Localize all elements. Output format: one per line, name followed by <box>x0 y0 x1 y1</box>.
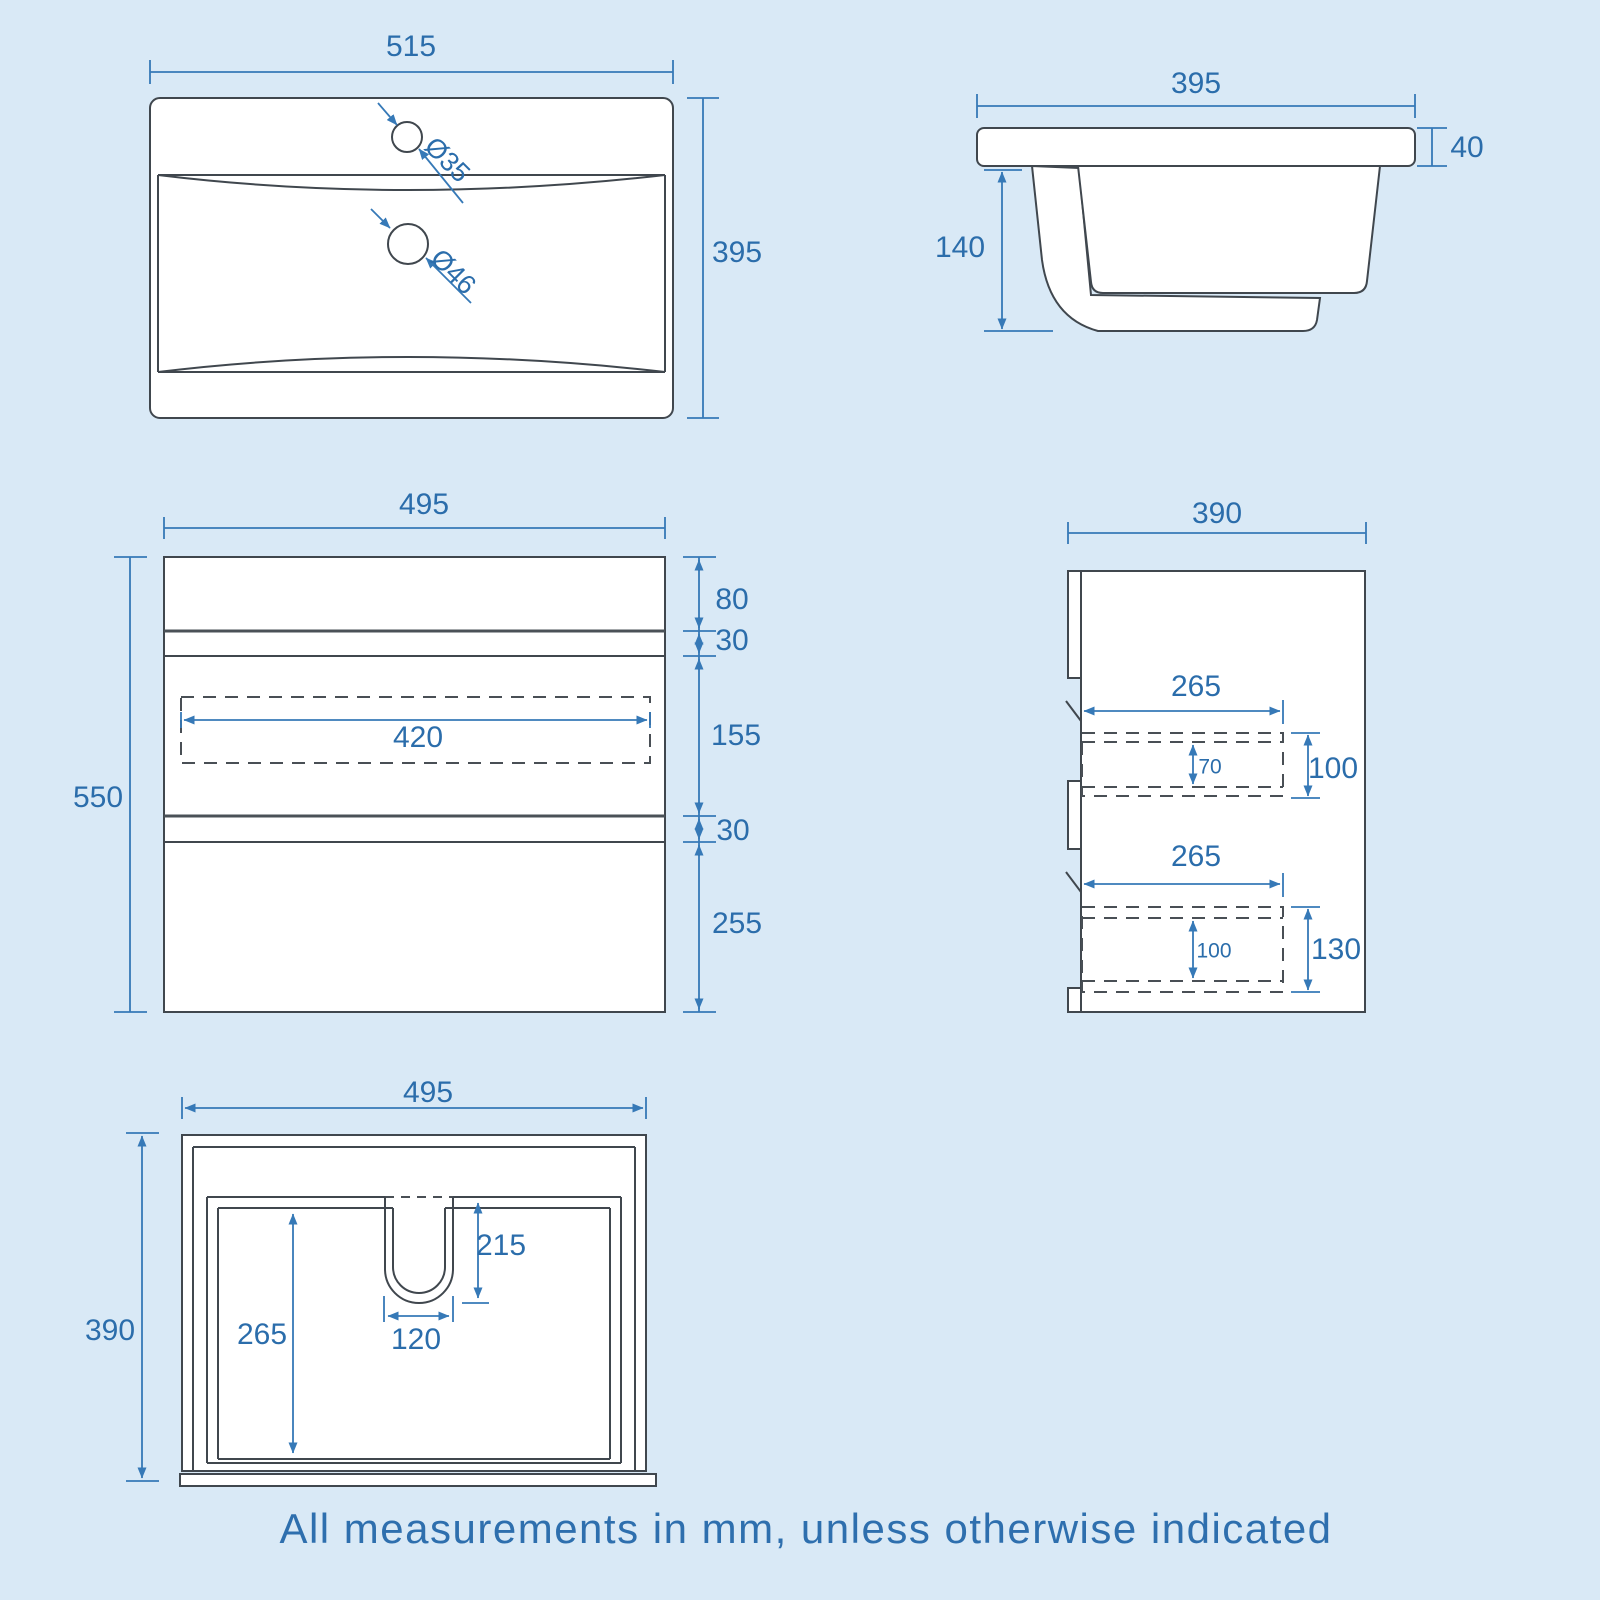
waste-hole <box>387 223 429 265</box>
basin-side-width-dim-label: 395 <box>1170 67 1222 100</box>
basin-top-dimensions <box>149 60 719 419</box>
basin-side-bowl <box>1076 165 1382 294</box>
basin-top-view <box>149 97 674 419</box>
handle-recess-dashed <box>180 696 651 764</box>
cabinet-side-dimensions <box>1067 522 1367 993</box>
basin-depth-dim-label: 140 <box>934 231 986 264</box>
cabinet-plan-dimensions <box>126 1097 647 1482</box>
cabinet-side-view <box>1065 570 1366 1013</box>
cabinet-plan-front-panel <box>179 1473 657 1487</box>
siphon-recess-inner <box>392 1208 446 1294</box>
drawer1-height-dim-label: 100 <box>1307 752 1359 785</box>
recess-width-dim-label: 120 <box>390 1323 442 1356</box>
plinth-front-edge <box>1067 987 1082 1013</box>
drawer2-height-dim-label: 130 <box>1310 933 1362 966</box>
waste-hole-leader-arrow <box>370 208 391 229</box>
drawer1-depth-dim-label: 265 <box>1170 670 1222 703</box>
basin-side-rim <box>976 127 1416 167</box>
top-section-dim-label: 80 <box>715 583 749 616</box>
basin-side-foot <box>1030 164 1322 332</box>
drawer1-front-dim-label: 155 <box>710 719 762 752</box>
tap-hole-leader <box>418 148 464 204</box>
drawer1-inner-dim-label: 70 <box>1198 755 1222 779</box>
handle-recess-width-dim-label: 420 <box>392 721 444 754</box>
handle-chamfer-1 <box>1065 700 1082 722</box>
basin-side-dimensions <box>976 94 1447 332</box>
upper-gap-dim-label: 30 <box>715 624 749 657</box>
drawer-box-plan <box>206 1196 622 1464</box>
basin-top-bowl-opening <box>157 174 666 373</box>
drawer1-front-edge <box>1067 570 1082 679</box>
drawer-inner-depth-dim-label: 265 <box>236 1318 288 1351</box>
drawer2-inner-dim-label: 100 <box>1196 939 1232 963</box>
cabinet-plan-width-dim-label: 495 <box>402 1076 454 1109</box>
cabinet-front-outline <box>163 556 666 1013</box>
drawer-boxes-hidden <box>1081 732 1284 993</box>
cabinet-plan-view <box>179 1134 657 1487</box>
basin-side-view <box>976 127 1416 332</box>
cabinet-front-view <box>163 556 666 1013</box>
handle-chamfer-2 <box>1065 871 1082 893</box>
tap-hole-leader-arrow <box>377 102 398 126</box>
drawer2-depth-dim-label: 265 <box>1170 840 1222 873</box>
cabinet-front-height-dim-label: 550 <box>72 781 124 814</box>
tap-hole <box>391 121 423 153</box>
basin-top-height-dim-label: 395 <box>711 236 763 269</box>
cabinet-front-width-dim-label: 495 <box>398 488 450 521</box>
cabinet-plan-depth-dim-label: 390 <box>84 1314 136 1347</box>
basin-top-width-dim-label: 515 <box>385 30 437 63</box>
waste-hole-leader <box>425 257 472 304</box>
measurements-note: All measurements in mm, unless otherwise… <box>279 1505 1333 1552</box>
siphon-recess-outer <box>384 1197 454 1304</box>
basin-rim-dim-label: 40 <box>1450 131 1484 164</box>
cabinet-front-dimensions <box>114 517 716 1013</box>
lower-gap-dim-label: 30 <box>716 814 750 847</box>
cabinet-side-depth-dim-label: 390 <box>1191 497 1243 530</box>
drawer2-front-dim-label: 255 <box>711 907 763 940</box>
recess-depth-dim-label: 215 <box>475 1229 527 1262</box>
drawer2-front-edge <box>1067 780 1082 850</box>
cabinet-side-body <box>1080 570 1366 1013</box>
